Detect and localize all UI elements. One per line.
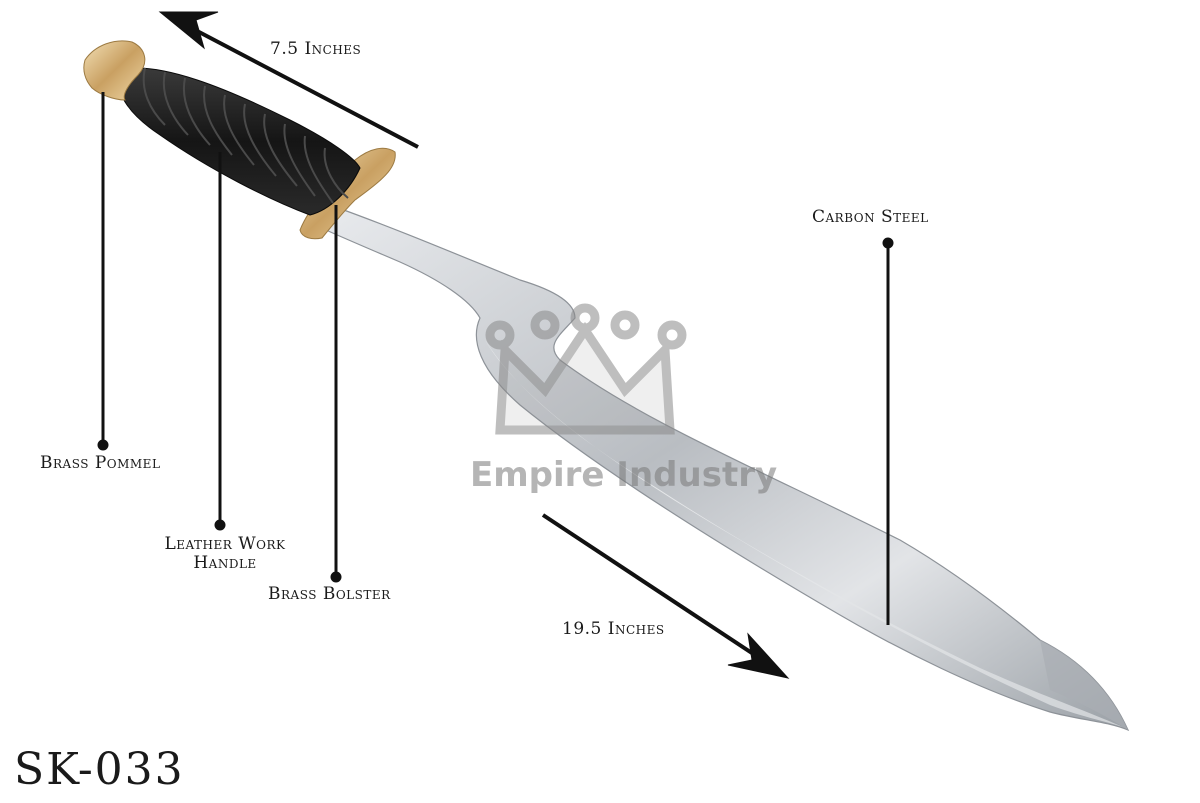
leather-handle [117, 67, 361, 216]
callout-lines [97, 92, 894, 625]
crown-icon [485, 303, 687, 435]
blade-length-label: 19.5 Inches [562, 619, 665, 639]
handle-label: Leather Work Handle [145, 535, 305, 572]
handle-wraps [142, 67, 349, 204]
handle-length-label: 7.5 Inches [270, 39, 362, 59]
brass-pommel [83, 40, 146, 101]
watermark-text: Empire Industry [470, 455, 778, 495]
model-code: SK-033 [14, 744, 185, 795]
carbon-dot [882, 237, 894, 249]
bolster-label: Brass Bolster [268, 584, 391, 604]
handle-label-line1: Leather Work [164, 534, 286, 554]
handle-length-arrow [158, 11, 419, 149]
handle-dot [214, 519, 226, 531]
pommel-dot [97, 439, 109, 451]
bolster-dot [330, 571, 342, 583]
blade-tip [1040, 640, 1128, 730]
pommel-label: Brass Pommel [40, 453, 161, 473]
blade-length-arrow [541, 513, 790, 679]
blade-material-label: Carbon Steel [812, 207, 929, 227]
handle-label-line2: Handle [193, 552, 257, 573]
